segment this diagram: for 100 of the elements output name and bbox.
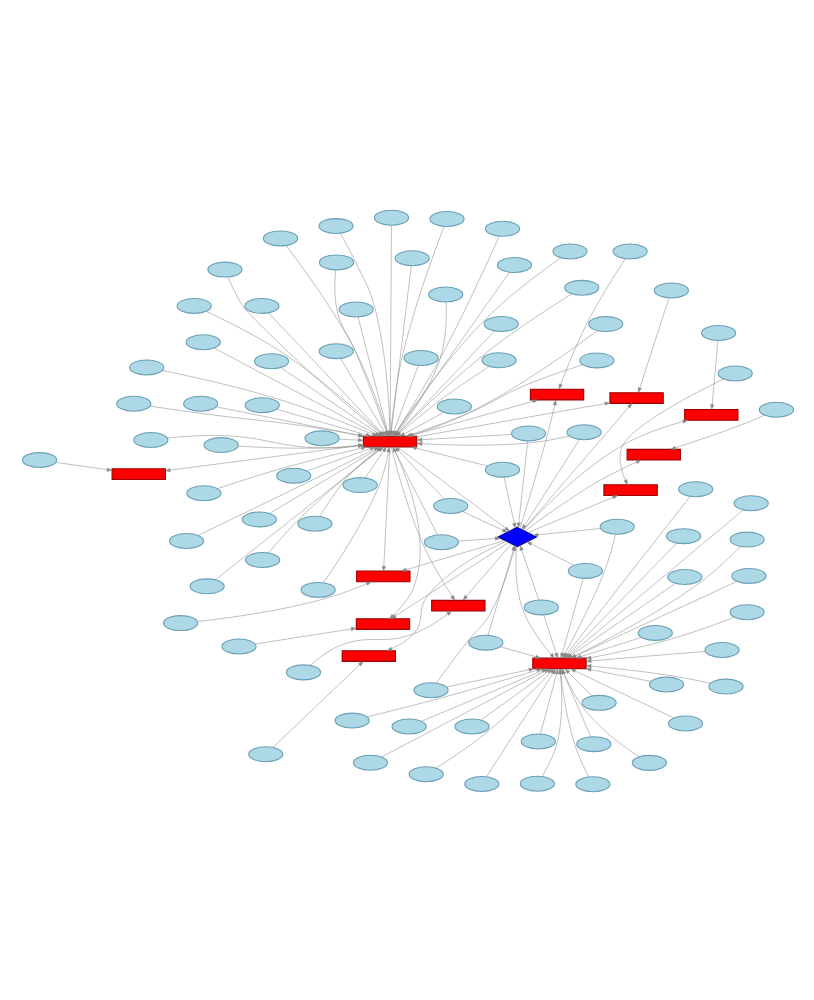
node-ellipse <box>647 675 684 692</box>
node-ellipse <box>575 735 611 752</box>
node-ellipse <box>284 663 321 680</box>
arrow <box>415 400 610 437</box>
node-ellipse <box>20 451 57 468</box>
arrow <box>275 408 371 436</box>
node-box <box>608 391 663 403</box>
node-ellipse <box>407 765 443 782</box>
node-box <box>430 598 485 611</box>
node-ellipse <box>565 423 601 440</box>
node-ellipse <box>574 775 610 792</box>
node-ellipse <box>483 460 520 477</box>
node-ellipse <box>611 242 647 259</box>
arrow <box>574 636 641 658</box>
arrow <box>557 257 625 389</box>
node-ellipse <box>732 494 768 511</box>
node-ellipse <box>566 561 602 578</box>
arrow <box>461 542 511 600</box>
node-ellipse <box>202 436 238 453</box>
node-ellipse <box>390 717 426 734</box>
arrow <box>410 445 487 466</box>
node-ellipse <box>240 510 276 527</box>
node-ellipse <box>132 431 168 447</box>
node-ellipse <box>303 429 339 446</box>
arrow <box>585 650 705 662</box>
arrow <box>669 413 764 449</box>
node-box <box>602 483 657 496</box>
arrow <box>585 663 710 683</box>
node-ellipse <box>728 530 764 547</box>
node-ellipse <box>483 219 520 236</box>
node-ellipse <box>482 314 518 331</box>
node-ellipse <box>666 714 703 731</box>
arrow <box>391 445 437 534</box>
node-ellipse <box>664 527 701 544</box>
arrow <box>518 544 538 600</box>
node-ellipse <box>630 753 666 770</box>
arrow <box>522 402 632 530</box>
arrow <box>618 377 723 484</box>
node-ellipse <box>580 693 616 710</box>
arrow <box>709 339 718 409</box>
node-box <box>531 656 586 669</box>
node-ellipse <box>317 253 354 270</box>
node-ellipse <box>703 640 739 657</box>
node-ellipse <box>261 229 298 246</box>
arrow <box>445 666 534 687</box>
node-ellipse <box>162 614 198 631</box>
node-ellipse <box>275 466 311 483</box>
arrow <box>385 540 506 650</box>
node-ellipse <box>299 580 335 597</box>
node-ellipse <box>432 497 468 513</box>
node-ellipse <box>317 342 353 359</box>
node-ellipse <box>168 532 204 548</box>
arrow <box>415 433 511 441</box>
arrow <box>337 437 363 441</box>
arrow <box>557 667 589 777</box>
arrow <box>569 667 674 718</box>
arrow <box>271 660 363 747</box>
arrow <box>518 398 556 528</box>
node-ellipse <box>518 774 554 791</box>
arrow <box>461 510 507 532</box>
node-box <box>110 467 165 480</box>
arrow <box>380 667 549 757</box>
node-ellipse <box>522 598 558 615</box>
node-ellipse <box>636 623 672 640</box>
arrow <box>365 667 541 717</box>
node-ellipse <box>296 514 332 531</box>
node-box <box>528 387 584 400</box>
arrow <box>525 540 574 565</box>
node-ellipse <box>730 566 766 583</box>
arrow <box>390 541 509 618</box>
node-ellipse <box>422 533 458 550</box>
node-ellipse <box>206 260 242 277</box>
node-ellipse <box>677 480 713 497</box>
node-ellipse <box>188 577 224 594</box>
arrow <box>515 439 527 527</box>
arrow <box>542 613 558 658</box>
arrow <box>532 527 600 536</box>
node-box <box>625 447 680 460</box>
node-ellipse <box>707 677 743 694</box>
arrow <box>415 434 569 445</box>
node-ellipse <box>351 753 388 770</box>
node-ellipse <box>333 711 369 728</box>
node-ellipse <box>175 296 211 313</box>
node-ellipse <box>243 296 279 313</box>
node-ellipse <box>428 210 464 227</box>
node-ellipse <box>182 394 218 411</box>
node-box <box>355 569 410 582</box>
arrow <box>584 666 651 681</box>
node-ellipse <box>563 278 599 295</box>
arrow <box>526 494 617 532</box>
node-ellipse <box>185 484 221 501</box>
node-ellipse <box>252 352 289 369</box>
node-ellipse <box>463 775 499 791</box>
node-box <box>683 408 738 420</box>
arrow <box>215 405 363 437</box>
arrow <box>54 461 112 471</box>
node-ellipse <box>757 400 794 417</box>
node-ellipse <box>247 745 283 762</box>
node-ellipse <box>115 394 151 411</box>
node-ellipse <box>467 633 503 650</box>
